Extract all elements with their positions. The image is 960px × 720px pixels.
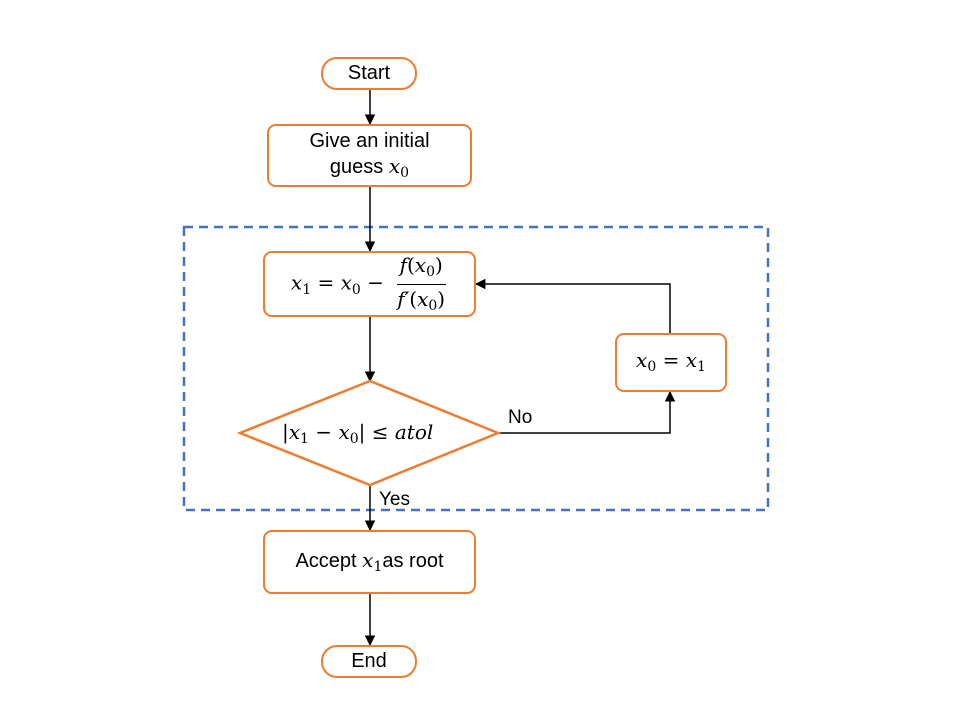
assign-node: x0 = x1 [615, 333, 727, 392]
start-node: Start [321, 57, 417, 90]
guess-var: x0 [388, 153, 410, 181]
end-label: End [351, 650, 387, 672]
initial-guess-line1: Give an initial [309, 129, 430, 152]
decision-diamond [236, 379, 502, 487]
derivative-fraction: f(x0) f′(x0) [396, 252, 446, 314]
initial-guess-line2: guess x0 [329, 153, 410, 181]
assign-formula: x0 = x1 [636, 348, 706, 376]
update-formula: x1 = x0 − f(x0) f′(x0) [291, 253, 448, 315]
end-node: End [321, 645, 417, 678]
arrow-assign-to-update [474, 278, 671, 333]
initial-guess-node: Give an initial guess x0 [267, 124, 472, 187]
iteration-loop-region [182, 225, 770, 512]
accept-text: Accept x1as root [295, 547, 444, 575]
start-label: Start [347, 62, 391, 84]
accept-root-node: Accept x1as root [263, 530, 476, 594]
arrow-check-no-to-assign [498, 390, 676, 434]
convergence-condition: |x1 − x0| ≤ atol [282, 420, 434, 448]
newton-update-node: x1 = x0 − f(x0) f′(x0) [263, 251, 476, 317]
yes-branch-label: Yes [379, 489, 410, 510]
no-branch-label: No [508, 407, 533, 428]
